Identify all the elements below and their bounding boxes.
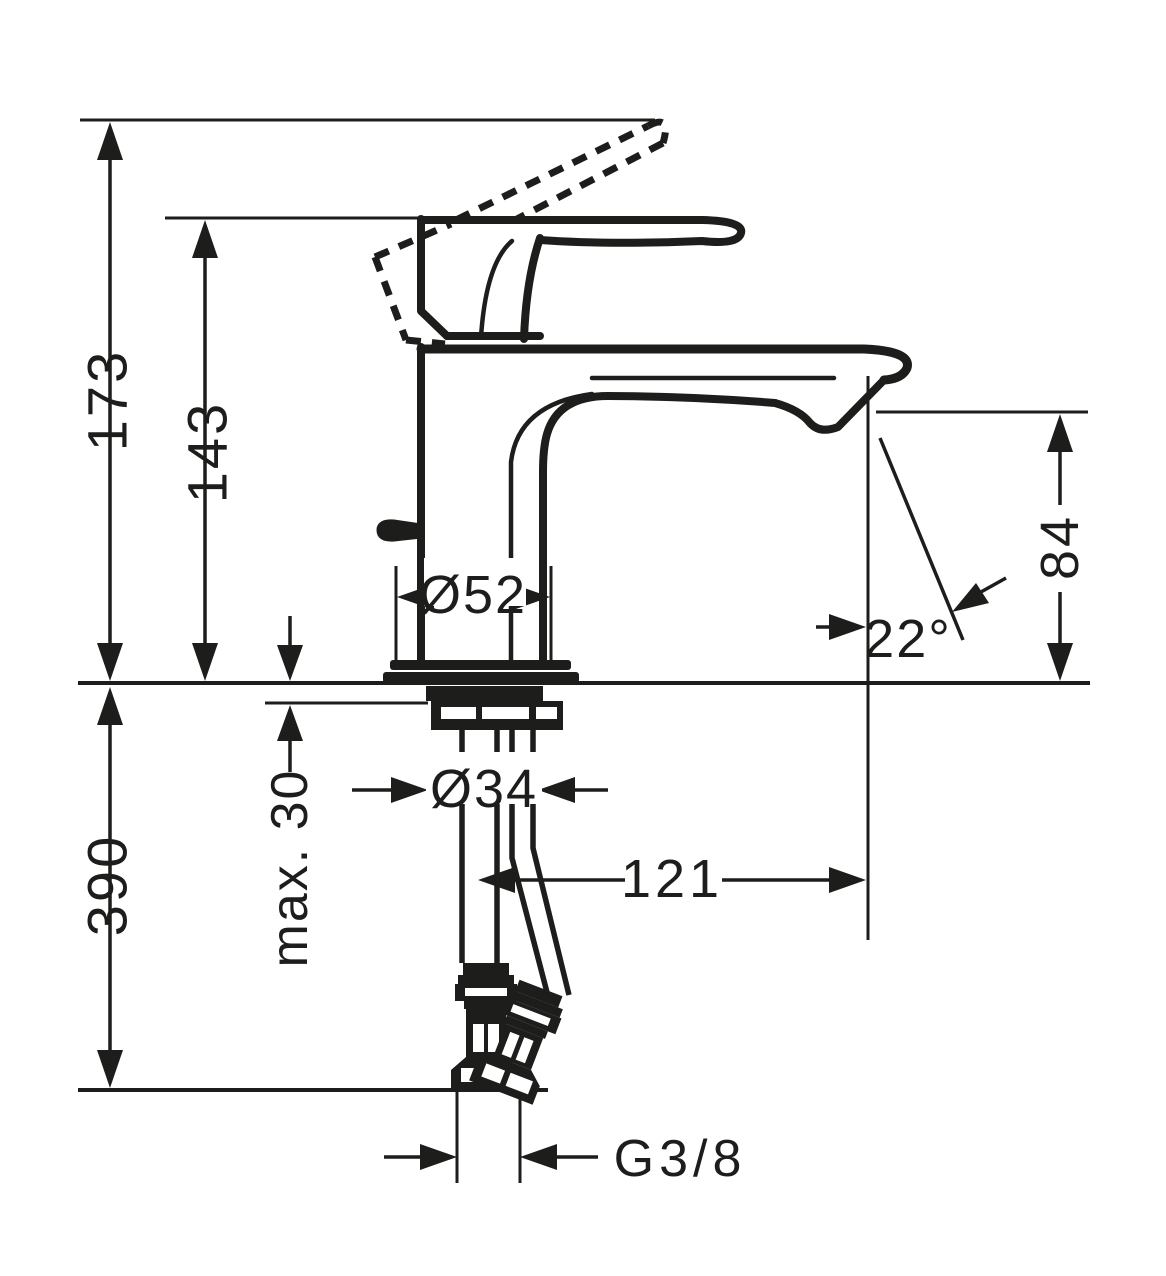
- reference-lines: [78, 118, 1090, 1183]
- arrow-121-right: [829, 867, 866, 893]
- flange-upper-ring: [390, 660, 571, 670]
- arrow-g38-left: [420, 1144, 457, 1170]
- dim-label-total-height: 173: [76, 349, 139, 451]
- handle-open-top-edge: [454, 122, 650, 224]
- arrow-143-up: [192, 220, 218, 258]
- connector-right-collar: [515, 979, 563, 1008]
- connector-right-neck-slot-2: [515, 1037, 534, 1064]
- arrow-143-down: [192, 643, 218, 681]
- connector-right-neck: [493, 1023, 544, 1070]
- arrow-173-down: [97, 643, 123, 681]
- connector-right-neck-slot-1: [501, 1031, 520, 1058]
- dim-label-spout-reach: 121: [621, 849, 723, 909]
- outlet-angle-line: [878, 437, 965, 641]
- handle-neck-front: [520, 234, 544, 343]
- connector-left-ring-2: [464, 1001, 508, 1009]
- connector-right-ring-2: [503, 1015, 548, 1039]
- dim-label-handle-height: 143: [176, 401, 239, 503]
- arrow-22-right: [829, 614, 866, 640]
- connector-right-block-slot: [510, 1004, 551, 1026]
- handle-open-base-edge: [405, 336, 446, 348]
- handle-open-bottom-edge: [515, 139, 665, 223]
- nut-slot-1: [441, 707, 476, 719]
- connector-right-end-slot-2: [505, 1072, 534, 1095]
- handle-neck-inner-line: [478, 238, 515, 340]
- connector-left-neck-slot-1: [473, 1024, 484, 1052]
- arrow-o34-right: [538, 777, 575, 803]
- handle-back-edge: [417, 215, 451, 340]
- handle-lever: [417, 216, 746, 247]
- dim-label-shank-diameter: Ø34: [430, 759, 538, 819]
- dim-label-outlet-height: 84: [1030, 514, 1090, 580]
- arrow-22-leader: [952, 583, 989, 612]
- arrow-390-up: [97, 687, 123, 725]
- connector-left-ring: [458, 975, 514, 984]
- spout-underside-and-body-right: [539, 392, 779, 665]
- arrow-o34-left: [391, 777, 428, 803]
- handle-open-tip: [646, 118, 669, 145]
- dim-label-connection-thread: G3/8: [614, 1130, 747, 1188]
- arrow-max30-down: [277, 645, 303, 681]
- arrow-g38-right: [520, 1144, 557, 1170]
- label-bg-o34: [426, 752, 542, 804]
- base-flange: [383, 660, 579, 683]
- nut-slot-2: [482, 707, 529, 719]
- arrow-max30-up: [277, 705, 303, 741]
- flange-lower-ring: [383, 672, 579, 683]
- handle-open-back-top: [373, 220, 453, 261]
- dim-label-hose-length: 390: [76, 834, 139, 936]
- handle-open-position-dashed: [371, 118, 669, 348]
- dim-label-base-diameter: Ø52: [419, 565, 527, 625]
- connector-right-end-slot-1: [481, 1063, 506, 1084]
- arrow-173-up: [97, 122, 123, 160]
- pop-up-rod-lever: [376, 519, 423, 542]
- connector-left-collar: [463, 963, 509, 975]
- arrow-84-down: [1047, 643, 1073, 681]
- dimension-labels: 173 143 390 max. 30 Ø52 Ø34 84 121 22° G…: [76, 349, 1090, 1188]
- dim-label-outlet-angle: 22°: [864, 609, 952, 669]
- dim-label-mounting-thickness: max. 30: [261, 769, 319, 968]
- spout-aerator: [771, 376, 888, 434]
- arrow-84-up: [1047, 414, 1073, 452]
- connector-right-ring: [507, 989, 563, 1018]
- nut-slot-3: [536, 707, 557, 719]
- arrow-390-down: [97, 1050, 123, 1088]
- handle-open-back-edge: [371, 255, 410, 342]
- spout-top-edge: [416, 344, 912, 385]
- connector-left-block-slot: [465, 988, 507, 996]
- spout-inner-bend-line: [508, 391, 595, 663]
- hose-connector-right: [469, 979, 563, 1105]
- connector-left-neck-slot-2: [488, 1024, 499, 1052]
- faucet-outline: [416, 215, 912, 665]
- label-bg-o52: [424, 558, 526, 606]
- nut-upper: [426, 686, 543, 701]
- mounting-nut: [426, 686, 563, 730]
